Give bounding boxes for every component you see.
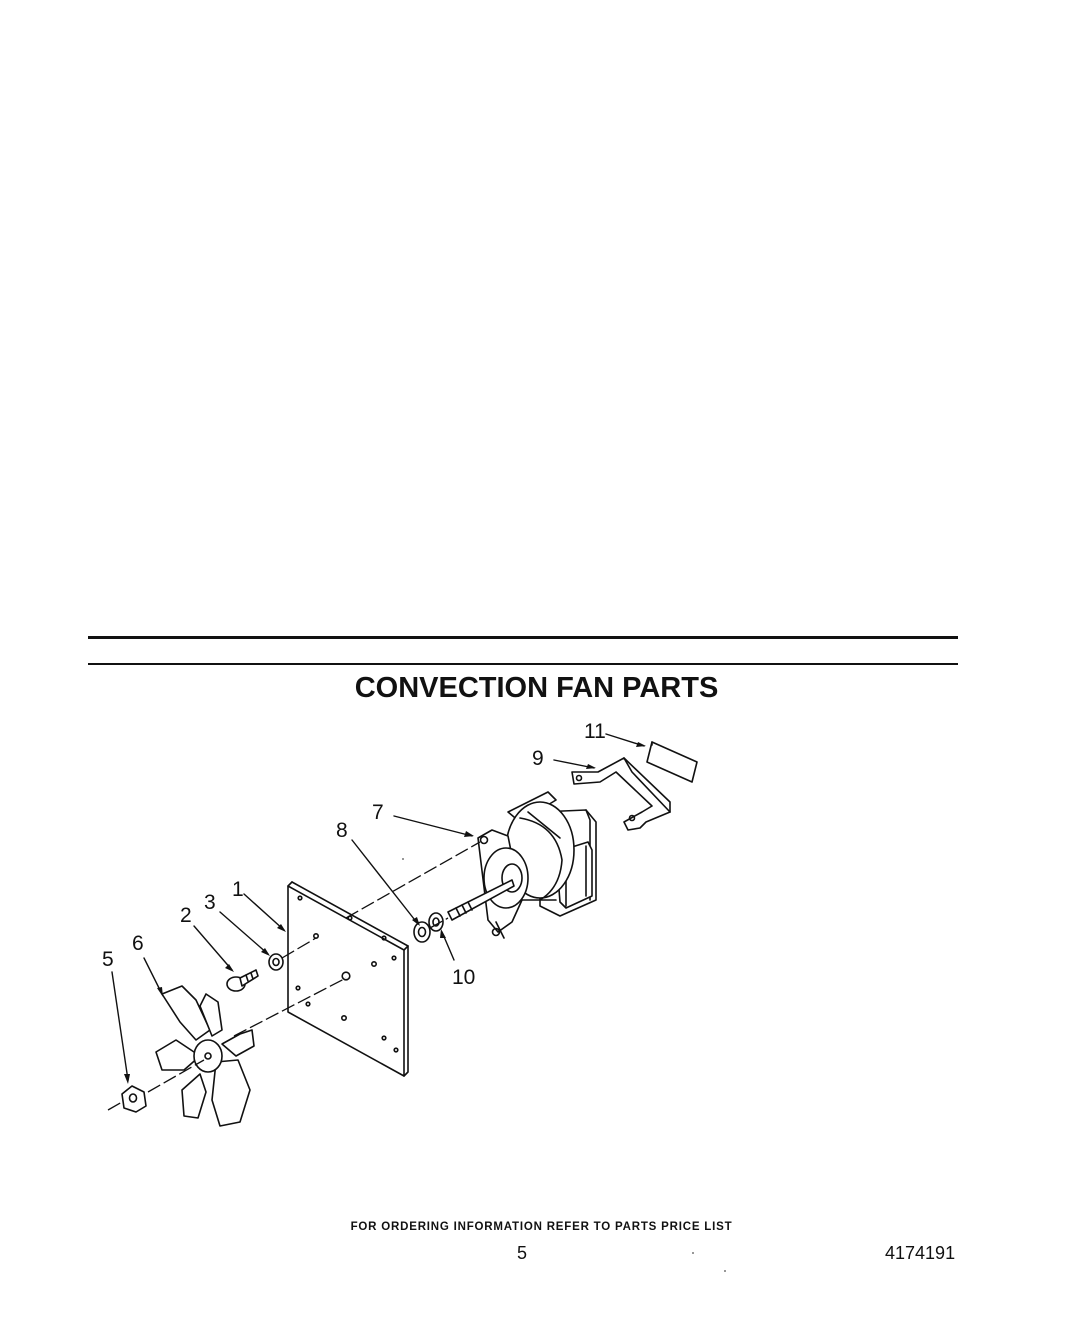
callout-8: 8 bbox=[336, 819, 348, 842]
scan-speck bbox=[724, 1270, 726, 1272]
callout-6: 6 bbox=[132, 932, 144, 955]
part-5-hex-nut bbox=[121, 1085, 147, 1113]
document-number: 4174191 bbox=[885, 1243, 956, 1263]
scan-speck bbox=[692, 1252, 694, 1254]
part-7-fan-motor bbox=[447, 791, 597, 939]
assembly-line-washers bbox=[429, 917, 449, 929]
callout-7: 7 bbox=[372, 801, 384, 824]
assembly-line-tail bbox=[107, 1101, 123, 1111]
callout-10: 10 bbox=[452, 966, 475, 989]
part-9-bracket bbox=[571, 757, 671, 831]
part-6-fan-blade bbox=[155, 985, 255, 1127]
callout-11: 11 bbox=[584, 720, 606, 743]
assembly-line-shaft bbox=[233, 977, 347, 1037]
header-rule-bottom bbox=[88, 663, 958, 665]
part-3-lock-washer bbox=[268, 953, 284, 971]
part-8-washer bbox=[413, 921, 431, 943]
callout-5: 5 bbox=[102, 948, 114, 971]
assembly-line-screw bbox=[281, 937, 317, 959]
callout-2: 2 bbox=[180, 904, 192, 927]
assembly-line-motor bbox=[345, 841, 481, 919]
header-rule-top bbox=[88, 636, 958, 639]
scan-speck bbox=[402, 858, 404, 860]
exploded-parts-diagram: 11 9 7 8 10 1 3 2 6 5 bbox=[102, 720, 698, 1127]
callout-9: 9 bbox=[532, 747, 544, 770]
callout-1: 1 bbox=[232, 878, 244, 901]
part-1-mounting-plate bbox=[287, 881, 409, 1077]
part-11-insulator bbox=[646, 741, 698, 783]
page-number: 5 bbox=[517, 1243, 528, 1263]
callout-3: 3 bbox=[204, 891, 216, 914]
page-title: CONVECTION FAN PARTS bbox=[354, 672, 719, 704]
part-2-screw bbox=[226, 969, 259, 992]
ordering-info-note: FOR ORDERING INFORMATION REFER TO PARTS … bbox=[350, 1221, 733, 1233]
assembly-line-nut bbox=[147, 1059, 205, 1093]
